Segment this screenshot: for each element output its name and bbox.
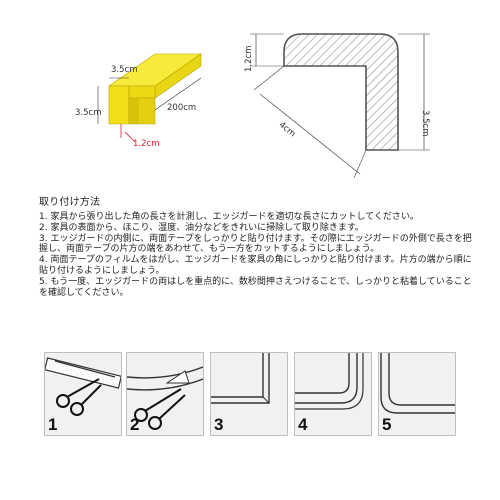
profile-cross-section bbox=[250, 33, 430, 179]
step-panel-4: 4 bbox=[294, 352, 372, 436]
instruction-step-2: 2. 家具の表面から、ほこり、湿度、油分などをきれいに掃除して取り除きます。 bbox=[39, 222, 364, 233]
product-width-label: 3.5cm bbox=[111, 65, 138, 75]
step-panel-2: 2 bbox=[126, 352, 204, 436]
step-number-4: 4 bbox=[298, 415, 308, 434]
step-number-2: 2 bbox=[130, 415, 140, 434]
product-illustration bbox=[97, 53, 202, 143]
profile-height-label: 3.5cm bbox=[420, 110, 430, 137]
instruction-step-3: 3. エッジガードの内側に、両面テープをしっかりと貼り付けます。その際にエッジガ… bbox=[39, 233, 472, 255]
instruction-step-5: 5. もう一度、エッジガードの両はしを重点的に、数秒間押さえつけることで、しっか… bbox=[39, 276, 472, 298]
product-height-label: 3.5cm bbox=[75, 108, 102, 118]
step-panel-5: 5 bbox=[378, 352, 456, 436]
instructions-list: 1. 家具から張り出した角の長さを計測し、エッジガードを適切な長さにカットしてく… bbox=[39, 212, 473, 298]
guard-attached-icon bbox=[295, 353, 364, 410]
product-length-label: 200cm bbox=[167, 103, 197, 113]
step-number-3: 3 bbox=[214, 415, 224, 434]
product-thickness-label: 1.2cm bbox=[133, 139, 160, 149]
furniture-corner-icon bbox=[211, 353, 270, 404]
scissors-cut-icon bbox=[45, 357, 121, 416]
guard-finished-icon bbox=[380, 353, 455, 414]
step-panel-3: 3 bbox=[210, 352, 288, 436]
instructions-heading: 取り付け方法 bbox=[39, 197, 101, 208]
step-number-1: 1 bbox=[48, 415, 58, 434]
profile-thickness-label: 1.2cm bbox=[244, 45, 254, 72]
instruction-step-1: 1. 家具から張り出した角の長さを計測し、エッジガードを適切な長さにカットしてく… bbox=[39, 212, 419, 222]
step-panel-1: 1 bbox=[44, 352, 122, 436]
scissors-trim-icon bbox=[127, 366, 203, 430]
step-number-5: 5 bbox=[382, 415, 392, 434]
instruction-step-4: 4. 両面テープのフィルムをはがし、エッジガードを家具の角にしっかりと貼り付けま… bbox=[39, 255, 472, 276]
